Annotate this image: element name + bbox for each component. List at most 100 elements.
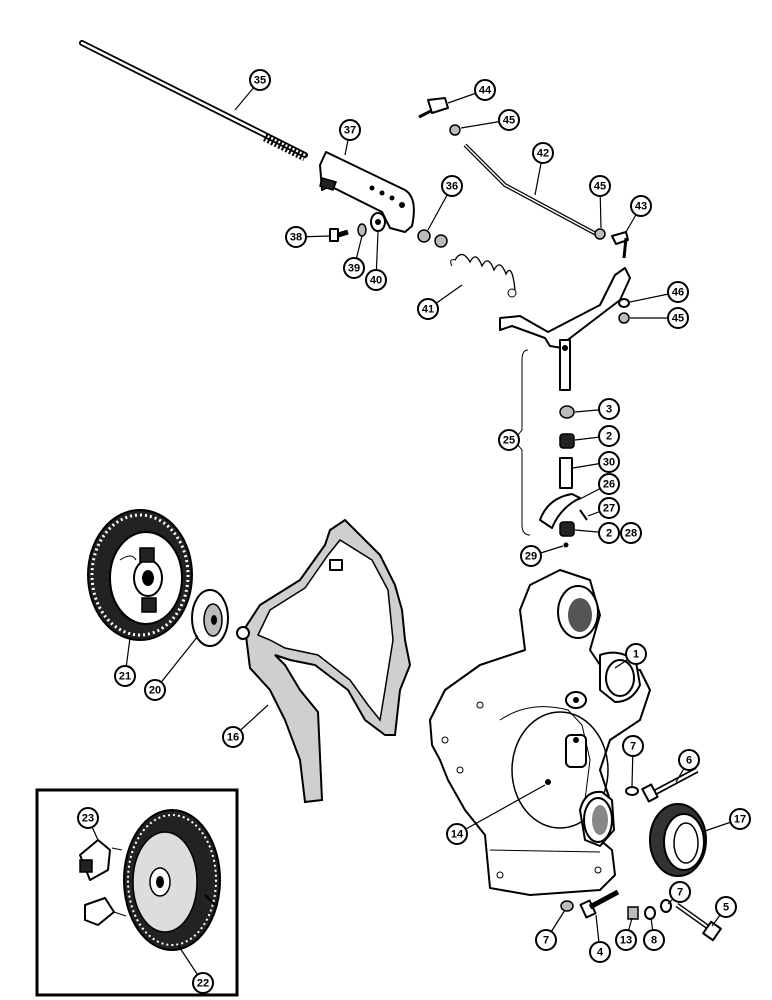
washer-7b: [560, 900, 574, 912]
callout-21: 21: [114, 637, 136, 687]
callout-number: 17: [734, 814, 746, 826]
callout-number: 41: [422, 304, 434, 316]
callout-8: 8: [643, 917, 665, 951]
spacer-13: [627, 906, 639, 920]
callout-number: 22: [197, 978, 209, 990]
timing-housing: [429, 569, 651, 896]
callout-17: 17: [701, 808, 751, 833]
nut-45b: [594, 228, 606, 240]
bolt-6: [641, 767, 699, 803]
callout-number: 26: [603, 479, 615, 491]
leader-line: [456, 784, 546, 835]
bolt-5: [675, 902, 722, 942]
callout-number: 8: [651, 935, 657, 947]
callout-number: 35: [254, 75, 266, 87]
washer-8: [644, 906, 656, 920]
callout-38: 38: [285, 226, 331, 248]
callout-7: 7: [622, 735, 644, 787]
hub-disc: [191, 589, 229, 647]
callout-16: 16: [222, 704, 269, 748]
callout-number: 2: [606, 431, 612, 443]
callout-1: 1: [614, 643, 647, 669]
washer-7a: [625, 786, 639, 796]
callout-7: 7: [535, 909, 566, 951]
callout-13: 13: [615, 917, 637, 951]
callout-7: 7: [667, 881, 691, 905]
callout-41: 41: [417, 284, 463, 320]
callout-number: 13: [620, 935, 632, 947]
callout-number: 14: [451, 829, 464, 841]
pin-43: [611, 231, 629, 259]
callout-number: 37: [344, 125, 356, 137]
spring-41: [450, 253, 517, 298]
rod-42: [463, 143, 599, 237]
callout-number: 7: [630, 741, 636, 753]
washer-46: [618, 298, 630, 308]
callout-23: 23: [77, 807, 99, 841]
callout-30: 30: [572, 451, 620, 473]
callout-26: 26: [577, 473, 620, 501]
callout-27: 27: [587, 497, 620, 519]
callout-number: 3: [606, 404, 612, 416]
callout-number: 40: [370, 275, 382, 287]
callout-number: 46: [672, 287, 684, 299]
callout-number: 42: [537, 148, 549, 160]
callout-number: 36: [446, 181, 458, 193]
callout-number: 16: [227, 732, 239, 744]
callout-40: 40: [365, 231, 387, 291]
callout-35: 35: [234, 69, 271, 111]
callout-3: 3: [574, 398, 620, 420]
callout-number: 5: [723, 902, 729, 914]
bell-crank: [499, 267, 631, 391]
callout-number: 7: [543, 935, 549, 947]
callout-number: 21: [119, 671, 131, 683]
callout-number: 30: [603, 457, 615, 469]
callout-4: 4: [589, 914, 611, 963]
callout-number: 44: [479, 85, 492, 97]
callout-2: 2: [574, 522, 620, 544]
callout-number: 25: [503, 435, 515, 447]
callout-45: 45: [460, 109, 520, 131]
callout-number: 27: [603, 503, 615, 515]
callout-5: 5: [711, 896, 737, 927]
callout-36: 36: [427, 175, 463, 231]
callout-number: 45: [594, 181, 606, 193]
nut-45c: [618, 312, 630, 324]
control-rod: [79, 40, 308, 162]
bolt-38: [329, 228, 349, 242]
callout-42: 42: [532, 142, 554, 196]
callout-number: 28: [625, 528, 637, 540]
callout-20: 20: [144, 635, 199, 701]
callout-46: 46: [629, 281, 689, 303]
callout-43: 43: [625, 195, 652, 233]
callout-44: 44: [447, 79, 496, 104]
nut-45a: [449, 124, 461, 136]
callout-number: 39: [348, 263, 360, 275]
callout-45: 45: [630, 307, 689, 329]
shaft-parts: [539, 405, 588, 548]
callout-number: 45: [672, 313, 684, 325]
callout-number: 7: [677, 887, 683, 899]
callout-number: 43: [635, 201, 647, 213]
inset-detail: [35, 788, 239, 997]
callout-number: 4: [597, 947, 604, 959]
callout-14: 14: [446, 784, 546, 845]
callout-number: 45: [503, 115, 515, 127]
callout-28: 28: [620, 522, 642, 544]
callout-number: 38: [290, 232, 302, 244]
callout-39: 39: [343, 235, 365, 279]
ball-joint-44: [418, 97, 449, 119]
lever-bracket: [319, 151, 415, 233]
lockwasher-39: [357, 223, 367, 237]
callout-number: 29: [525, 551, 537, 563]
callout-25: 25: [498, 429, 520, 451]
callout-number: 6: [686, 755, 692, 767]
callout-22: 22: [177, 944, 214, 994]
bolt-4: [579, 889, 620, 919]
gasket: [236, 518, 412, 804]
oil-seal: [649, 803, 707, 877]
callout-number: 1: [633, 649, 639, 661]
callout-6: 6: [675, 749, 700, 783]
